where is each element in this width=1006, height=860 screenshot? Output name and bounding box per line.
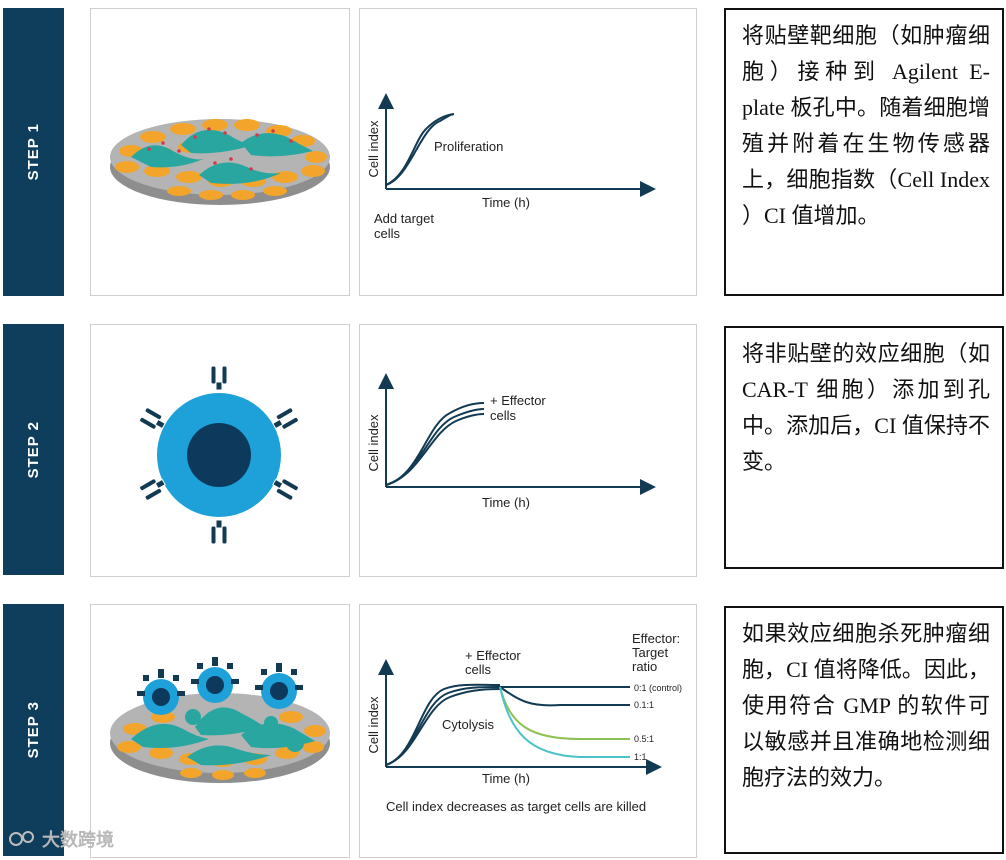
step-2-bar: STEP 2 (3, 324, 64, 575)
legend-title-3: ratio (632, 659, 657, 674)
effector-label-1: + Effector (465, 648, 521, 663)
x-axis-label: Time (h) (482, 495, 530, 510)
cytolysis-label: Cytolysis (442, 717, 495, 732)
step-3-label: STEP 3 (25, 701, 42, 758)
effector-label-2: cells (465, 662, 492, 677)
proliferation-label: Proliferation (434, 139, 503, 154)
step-2-label: STEP 2 (25, 421, 42, 478)
chart-caption: Cell index decreases as target cells are… (386, 799, 646, 814)
x-axis-label: Time (h) (482, 771, 530, 786)
step-2-illustration (90, 324, 350, 577)
step-2-chart: Cell index Time (h) + Effector cells (359, 324, 697, 577)
ratio-label-0: 0:1 (control) (634, 683, 682, 693)
step-1-description-text: 将贴壁靶细胞（如肿瘤细胞）接种到 Agilent E-plate 板孔中。随着细… (742, 23, 990, 228)
step-2-description-text: 将非贴壁的效应细胞（如 CAR-T 细胞）添加到孔中。添加后，CI 值保持不变。 (742, 341, 990, 474)
ratio-label-2: 0.5:1 (634, 734, 654, 744)
step-3-description-text: 如果效应细胞杀死肿瘤细胞，CI 值将降低。因此，使用符合 GMP 的软件可以敏感… (742, 621, 990, 790)
ratio-label-3: 1:1 (634, 752, 647, 762)
effector-label-2: cells (490, 408, 517, 423)
step-3-description: 如果效应细胞杀死肿瘤细胞，CI 值将降低。因此，使用符合 GMP 的软件可以敏感… (724, 606, 1004, 854)
ratio-label-1: 0.1:1 (634, 700, 654, 710)
step-1-label: STEP 1 (25, 123, 42, 180)
add-target-label-1: Add target (374, 211, 434, 226)
step-2-description: 将非贴壁的效应细胞（如 CAR-T 细胞）添加到孔中。添加后，CI 值保持不变。 (724, 326, 1004, 569)
legend-title-2: Target (632, 645, 669, 660)
add-target-label-2: cells (374, 226, 401, 241)
y-axis-label: Cell index (366, 696, 381, 754)
watermark: 大数跨境 (8, 826, 114, 852)
watermark-text: 大数跨境 (42, 826, 114, 852)
effector-nucleus (187, 423, 251, 487)
step-1-chart: Cell index Time (h) Proliferation Add ta… (359, 8, 697, 296)
curve-0.1 (500, 687, 630, 705)
step-1-description: 将贴壁靶细胞（如肿瘤细胞）接种到 Agilent E-plate 板孔中。随着细… (724, 8, 1004, 296)
x-axis-label: Time (h) (482, 195, 530, 210)
step-1-illustration (90, 8, 350, 296)
effector-label-1: + Effector (490, 393, 546, 408)
step-3-chart: Cell index Time (h) + Effector cells Eff… (359, 604, 697, 858)
effector-curves (386, 403, 484, 485)
step-3-illustration (90, 604, 350, 858)
watermark-logo-icon (8, 829, 38, 849)
y-axis-label: Cell index (366, 120, 381, 178)
step-3-bar: STEP 3 (3, 604, 64, 856)
y-axis-label: Cell index (366, 414, 381, 472)
step-1-bar: STEP 1 (3, 8, 64, 296)
legend-title-1: Effector: (632, 631, 680, 646)
